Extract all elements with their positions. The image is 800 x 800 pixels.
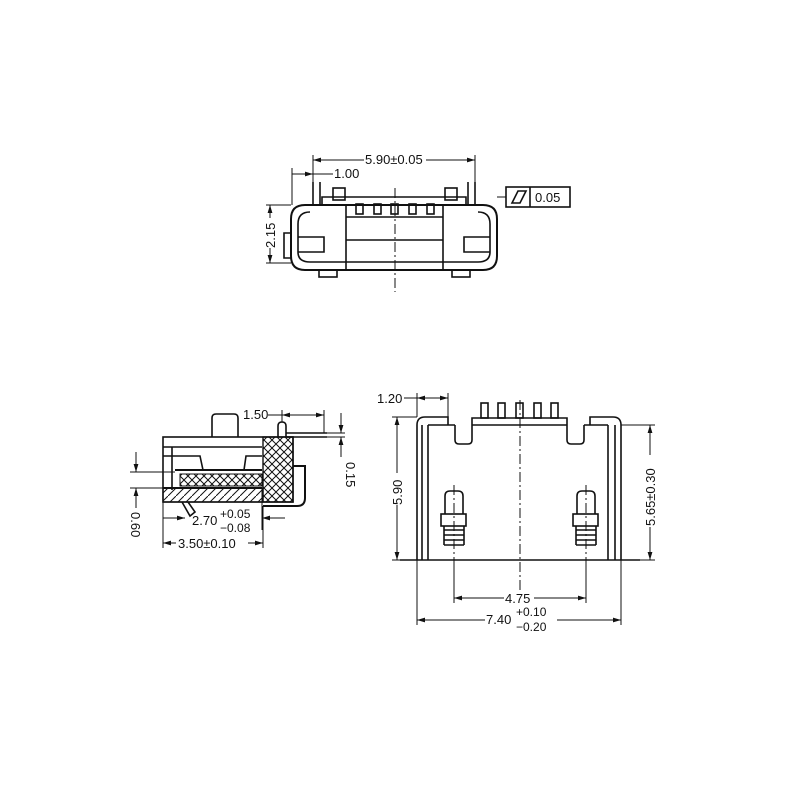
side-rear-block: [262, 436, 294, 503]
side-bottom-shell: [162, 487, 264, 503]
front-shell-outline: [290, 204, 498, 271]
front-top-ledge: [321, 196, 467, 205]
top-shell-right: [589, 416, 622, 560]
dim-top-peg-pitch: 4.75: [505, 591, 530, 606]
dim-top-flange: 1.20: [377, 391, 402, 406]
dim-top-width-tol-minus: −0.20: [516, 620, 547, 634]
dim-side-thickness: 0.15: [343, 462, 358, 487]
front-right-window: [463, 236, 490, 253]
flatness-icon: [510, 190, 528, 204]
dim-side-depth-total: 3.50±0.10: [178, 536, 236, 551]
front-left-tab: [283, 232, 291, 259]
front-right-latch: [444, 187, 458, 201]
dim-top-width-main: 7.40: [486, 612, 511, 627]
flatness-value: 0.05: [535, 190, 560, 205]
side-pin: [277, 421, 287, 437]
dim-top-length-left: 5.90: [390, 480, 405, 505]
top-right-notch: [566, 425, 585, 445]
side-contact-section: [179, 473, 263, 487]
top-view: 1.20 5.90 5.65±0.30 4.75 7.40 +0.10 −0.2…: [377, 391, 658, 636]
dim-side-depth-tol-plus: +0.05: [220, 507, 251, 521]
dim-side-depth-tol-minus: −0.08: [220, 521, 251, 535]
top-left-notch: [454, 425, 473, 445]
dim-top-width-tol-plus: +0.10: [516, 605, 547, 619]
dim-front-height: 2.15: [263, 223, 278, 248]
dim-front-width: 5.90±0.05: [365, 152, 423, 167]
front-view: 5.90±0.05 1.00 2.15 0.05: [262, 152, 571, 292]
side-shell-bend: [263, 465, 306, 507]
dim-side-mouth: 0.60: [128, 512, 143, 537]
side-view: 1.50 0.15 0.60 2.70 +0.05 −0.08 3.50±0.1…: [128, 407, 358, 551]
top-shell-left: [416, 416, 449, 560]
front-left-peg: [318, 269, 338, 278]
dim-side-depth-main: 2.70: [192, 513, 217, 528]
dim-front-offset: 1.00: [334, 166, 359, 181]
flatness-frame: [505, 186, 571, 208]
front-right-peg: [451, 269, 471, 278]
front-shell-inner: [297, 211, 491, 263]
front-left-latch: [332, 187, 346, 201]
front-left-window: [298, 236, 325, 253]
dim-top-length-right: 5.65±0.30: [643, 468, 658, 526]
side-boss: [211, 413, 239, 437]
dim-side-pin-offset: 1.50: [243, 407, 268, 422]
